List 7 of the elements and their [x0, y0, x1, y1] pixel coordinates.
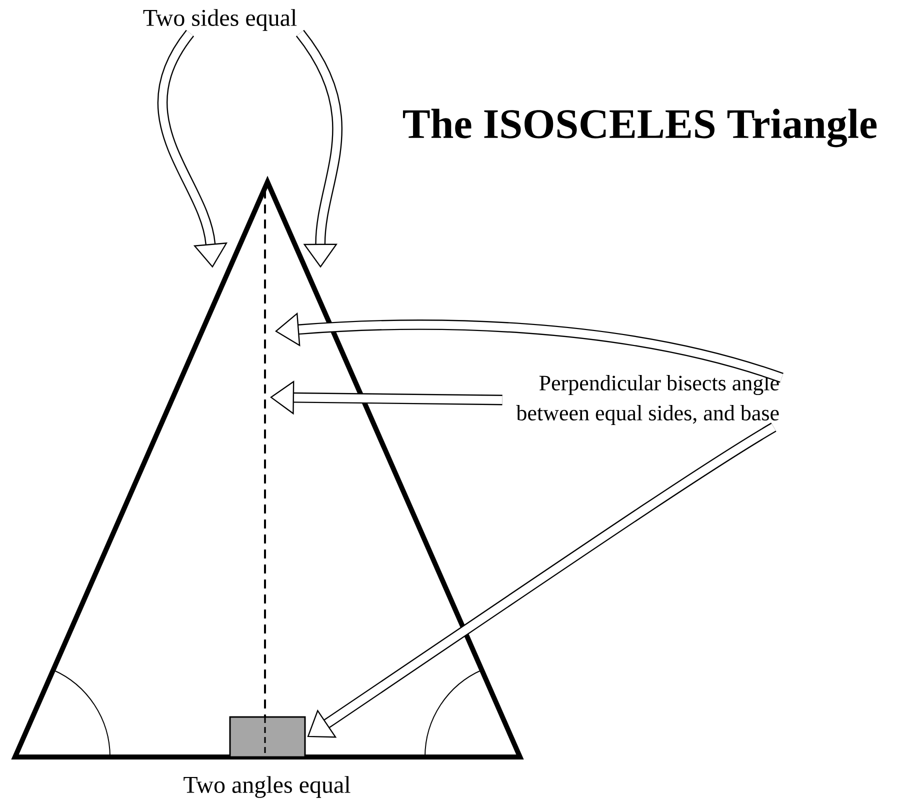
perpendicular-line	[264, 190, 266, 716]
arrow	[307, 422, 776, 738]
caption-text: Perpendicular bisects angle between equal sides, and base	[516, 375, 779, 425]
caption-text: Two angles equal	[184, 776, 350, 798]
title: The ISOSCELES Triangle	[403, 108, 877, 148]
right-angle-mark	[229, 716, 306, 758]
caption-text: Two sides equal	[143, 9, 297, 31]
